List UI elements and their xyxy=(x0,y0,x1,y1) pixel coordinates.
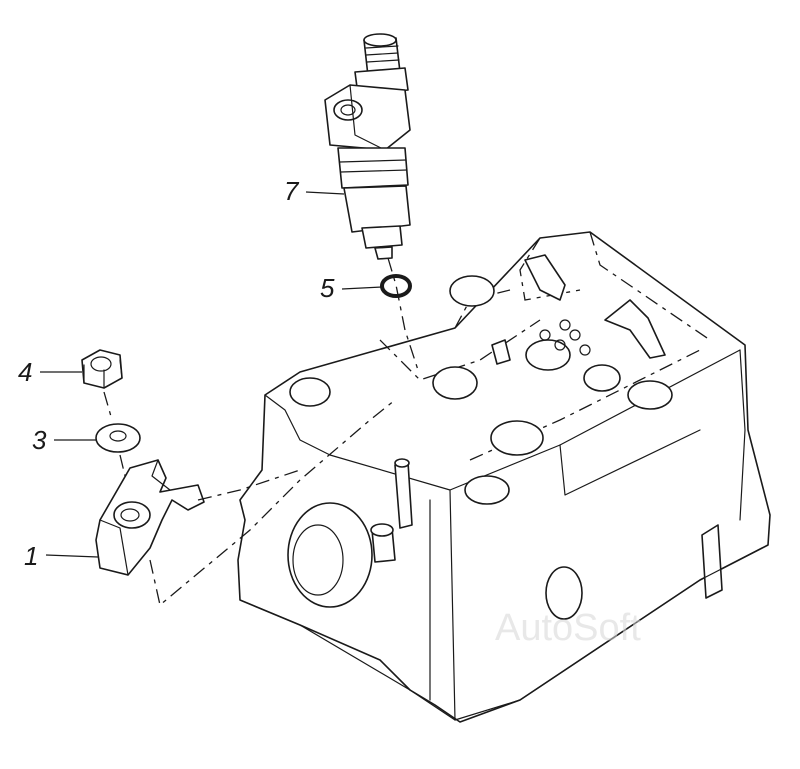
callout-3: 3 xyxy=(32,425,47,455)
injector-clamp-part-1 xyxy=(95,459,205,576)
leader-7 xyxy=(305,191,345,195)
cylinder-head xyxy=(237,231,771,723)
sealing-washer-part-5 xyxy=(380,274,412,298)
callout-5: 5 xyxy=(320,273,335,303)
callout-7: 7 xyxy=(284,176,300,206)
clamp-to-head-axis xyxy=(149,399,396,607)
leader-1 xyxy=(45,554,99,558)
nut-part-4 xyxy=(81,349,123,389)
injector-part-7 xyxy=(324,33,411,260)
leader-5 xyxy=(341,286,383,290)
clamp-fork-axis xyxy=(197,469,301,501)
callout-4: 4 xyxy=(18,357,32,387)
injector-assembly-axis xyxy=(387,257,419,371)
callout-1: 1 xyxy=(24,541,38,571)
washer-part-3 xyxy=(95,423,141,453)
watermark: AutoSoft xyxy=(495,607,641,649)
